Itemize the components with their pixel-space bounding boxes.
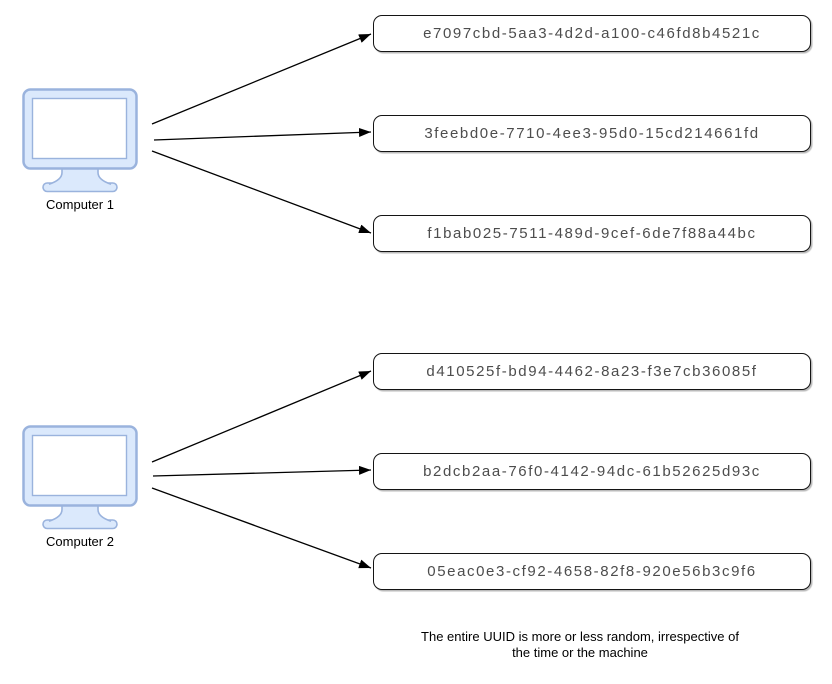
computer-1: Computer 1	[22, 88, 138, 212]
computer-monitor-icon	[22, 88, 138, 193]
caption-line-2: the time or the machine	[512, 645, 648, 660]
uuid-text: d410525f-bd94-4462-8a23-f3e7cb36085f	[426, 363, 758, 380]
uuid-box-c2-1: d410525f-bd94-4462-8a23-f3e7cb36085f	[373, 353, 811, 390]
computer-label: Computer 2	[46, 534, 114, 549]
uuid-box-c1-3: f1bab025-7511-489d-9cef-6de7f88a44bc	[373, 215, 811, 252]
uuid-box-c2-2: b2dcb2aa-76f0-4142-94dc-61b52625d93c	[373, 453, 811, 490]
computer-2: Computer 2	[22, 425, 138, 549]
arrow-connector	[151, 370, 372, 463]
arrow-connector	[152, 465, 372, 477]
caption-line-1: The entire UUID is more or less random, …	[421, 629, 739, 644]
computer-label: Computer 1	[46, 197, 114, 212]
arrow-connector	[151, 33, 372, 125]
arrow-connector	[151, 150, 372, 234]
uuid-text: b2dcb2aa-76f0-4142-94dc-61b52625d93c	[423, 463, 761, 480]
arrow-connector	[153, 127, 372, 141]
uuid-text: e7097cbd-5aa3-4d2d-a100-c46fd8b4521c	[423, 25, 761, 42]
uuid-box-c2-3: 05eac0e3-cf92-4658-82f8-920e56b3c9f6	[373, 553, 811, 590]
uuid-text: 3feebd0e-7710-4ee3-95d0-15cd214661fd	[424, 125, 760, 142]
uuid-box-c1-2: 3feebd0e-7710-4ee3-95d0-15cd214661fd	[373, 115, 811, 152]
arrow-connector	[151, 487, 372, 569]
uuid-box-c1-1: e7097cbd-5aa3-4d2d-a100-c46fd8b4521c	[373, 15, 811, 52]
computer-monitor-icon	[22, 425, 138, 530]
uuid-text: f1bab025-7511-489d-9cef-6de7f88a44bc	[427, 225, 757, 242]
uuid-text: 05eac0e3-cf92-4658-82f8-920e56b3c9f6	[427, 563, 757, 580]
caption: The entire UUID is more or less random, …	[330, 629, 830, 661]
